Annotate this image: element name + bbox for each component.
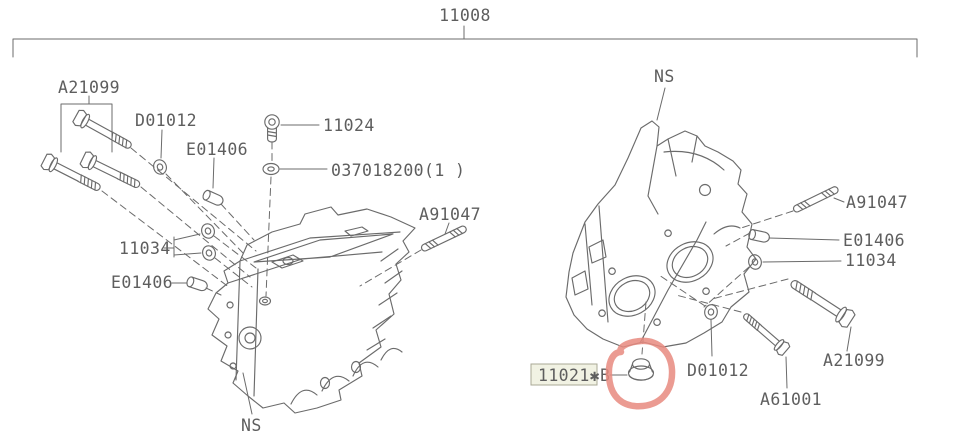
right-block-bore-2 [666, 241, 714, 283]
stud-a91047-right [791, 184, 840, 214]
left-block-web-hole-2 [350, 360, 362, 374]
left-block-pad [271, 226, 369, 269]
washer-11034-right-leader [762, 260, 842, 263]
e01406-left-upper-leader [212, 157, 215, 189]
ns-left-leader [242, 372, 253, 415]
a21099-left-bracket-line [60, 95, 113, 153]
right-block-side-ribs [571, 205, 609, 323]
part-label-d01012-left: D01012 [135, 111, 197, 130]
a91047-right-dash [740, 210, 794, 229]
e01406-right-leader [768, 237, 840, 241]
part-label-a61001: A61001 [760, 390, 822, 409]
washer-11034-right-dash [703, 266, 750, 308]
bolt-a21099-left-3 [39, 151, 105, 197]
right-block-deck-holes [598, 229, 710, 326]
bolt-11024 [264, 114, 280, 143]
part-label-a91047-left: A91047 [419, 205, 481, 224]
a21099-right-leader [846, 326, 852, 352]
a61001-dash [675, 294, 742, 313]
left-block-deck-hole-inner [262, 298, 268, 304]
d01012-left-leader [160, 129, 163, 159]
left-engine-block-outline [207, 206, 416, 414]
left-block-fins [366, 248, 403, 351]
a21099-left-assembly-dashes [101, 147, 257, 289]
right-block-top-details [647, 135, 741, 235]
assembly-bracket-group: 11008 [12, 6, 918, 58]
right-block-assembly: NS A91047 E01406 1103 [530, 67, 908, 410]
part-label-11021b[interactable]: 11021✱B [538, 366, 610, 385]
washer-11034-left-2 [200, 243, 218, 263]
e01406-right-dash [725, 232, 751, 247]
part-label-11034-left: 11034 [119, 239, 171, 258]
right-block-bore-1 [608, 275, 656, 317]
ns-label-right: NS [654, 67, 675, 86]
washers-11034-left-bracket [163, 233, 202, 258]
washer-037018200-dashes [265, 141, 273, 297]
washers-11034-left-dashes [213, 235, 257, 288]
left-block-deck-hole [258, 296, 272, 306]
plug-11021-dash [641, 301, 647, 355]
left-block-deck-lines [227, 231, 401, 284]
a91047-left-dash [359, 249, 422, 287]
e01406-left-upper-dash [220, 203, 255, 241]
part-label-a21099-right: A21099 [823, 351, 885, 370]
bolt-a61001 [739, 308, 792, 358]
e01406-left-lower-dash [205, 287, 222, 296]
right-block-top-hole [698, 183, 712, 197]
d01012-right-leader [710, 319, 713, 357]
left-block-side-seams [235, 261, 259, 397]
left-block-bearing-arches [290, 347, 403, 405]
part-label-d01012-right: D01012 [687, 361, 749, 380]
ns-label-left: NS [241, 416, 262, 435]
d01012-left-dash [165, 173, 247, 257]
washer-11034-left-1 [199, 221, 217, 241]
part-label-a21099-left: A21099 [58, 78, 120, 97]
bolt-a21099-left-1 [71, 107, 136, 155]
a21099-right-dash [711, 278, 789, 300]
left-engine-block [207, 206, 416, 414]
assembly-bracket-line [12, 25, 918, 58]
right-block-deck-seam [639, 221, 707, 344]
washer-d01012-left [151, 157, 169, 177]
plug-e01406-left-lower [185, 275, 210, 293]
d01012-right-dash [658, 274, 706, 307]
red-circle-annotation [605, 337, 676, 410]
part-label-037018200: 037018200(1 ) [331, 161, 465, 180]
right-engine-block-outline [565, 120, 757, 348]
a91047-left-leader [444, 222, 450, 235]
left-block-web-hole-1 [319, 376, 331, 390]
plug-11021-highlight-box[interactable] [530, 363, 598, 386]
left-block-flange-holes [224, 301, 237, 370]
plug-e01406-right [747, 228, 771, 244]
washer-037018200 [262, 162, 280, 176]
a61001-leader [785, 356, 788, 389]
part-label-e01406-left-upper: E01406 [186, 140, 248, 159]
ns-right-leader [656, 87, 666, 121]
part-label-a91047-right: A91047 [846, 193, 908, 212]
stud-a91047-left [419, 224, 468, 253]
left-block-assembly: A21099 D01012 E01406 11024 037018200(1 )… [39, 78, 481, 435]
part-label-11034-right: 11034 [845, 251, 897, 270]
washer-d01012-right [703, 303, 719, 321]
left-block-boss-inner [244, 332, 256, 344]
part-label-11024: 11024 [323, 116, 375, 135]
left-block-pad-hole [282, 256, 294, 266]
a91047-right-leader [833, 197, 845, 203]
part-label-e01406-right: E01406 [843, 231, 905, 250]
left-block-boss [238, 326, 262, 350]
plug-11021 [627, 358, 655, 381]
right-engine-block [565, 120, 757, 348]
part-label-e01406-left-lower: E01406 [111, 273, 173, 292]
assembly-number-label: 11008 [439, 6, 491, 25]
bolt-a21099-right [785, 273, 857, 330]
